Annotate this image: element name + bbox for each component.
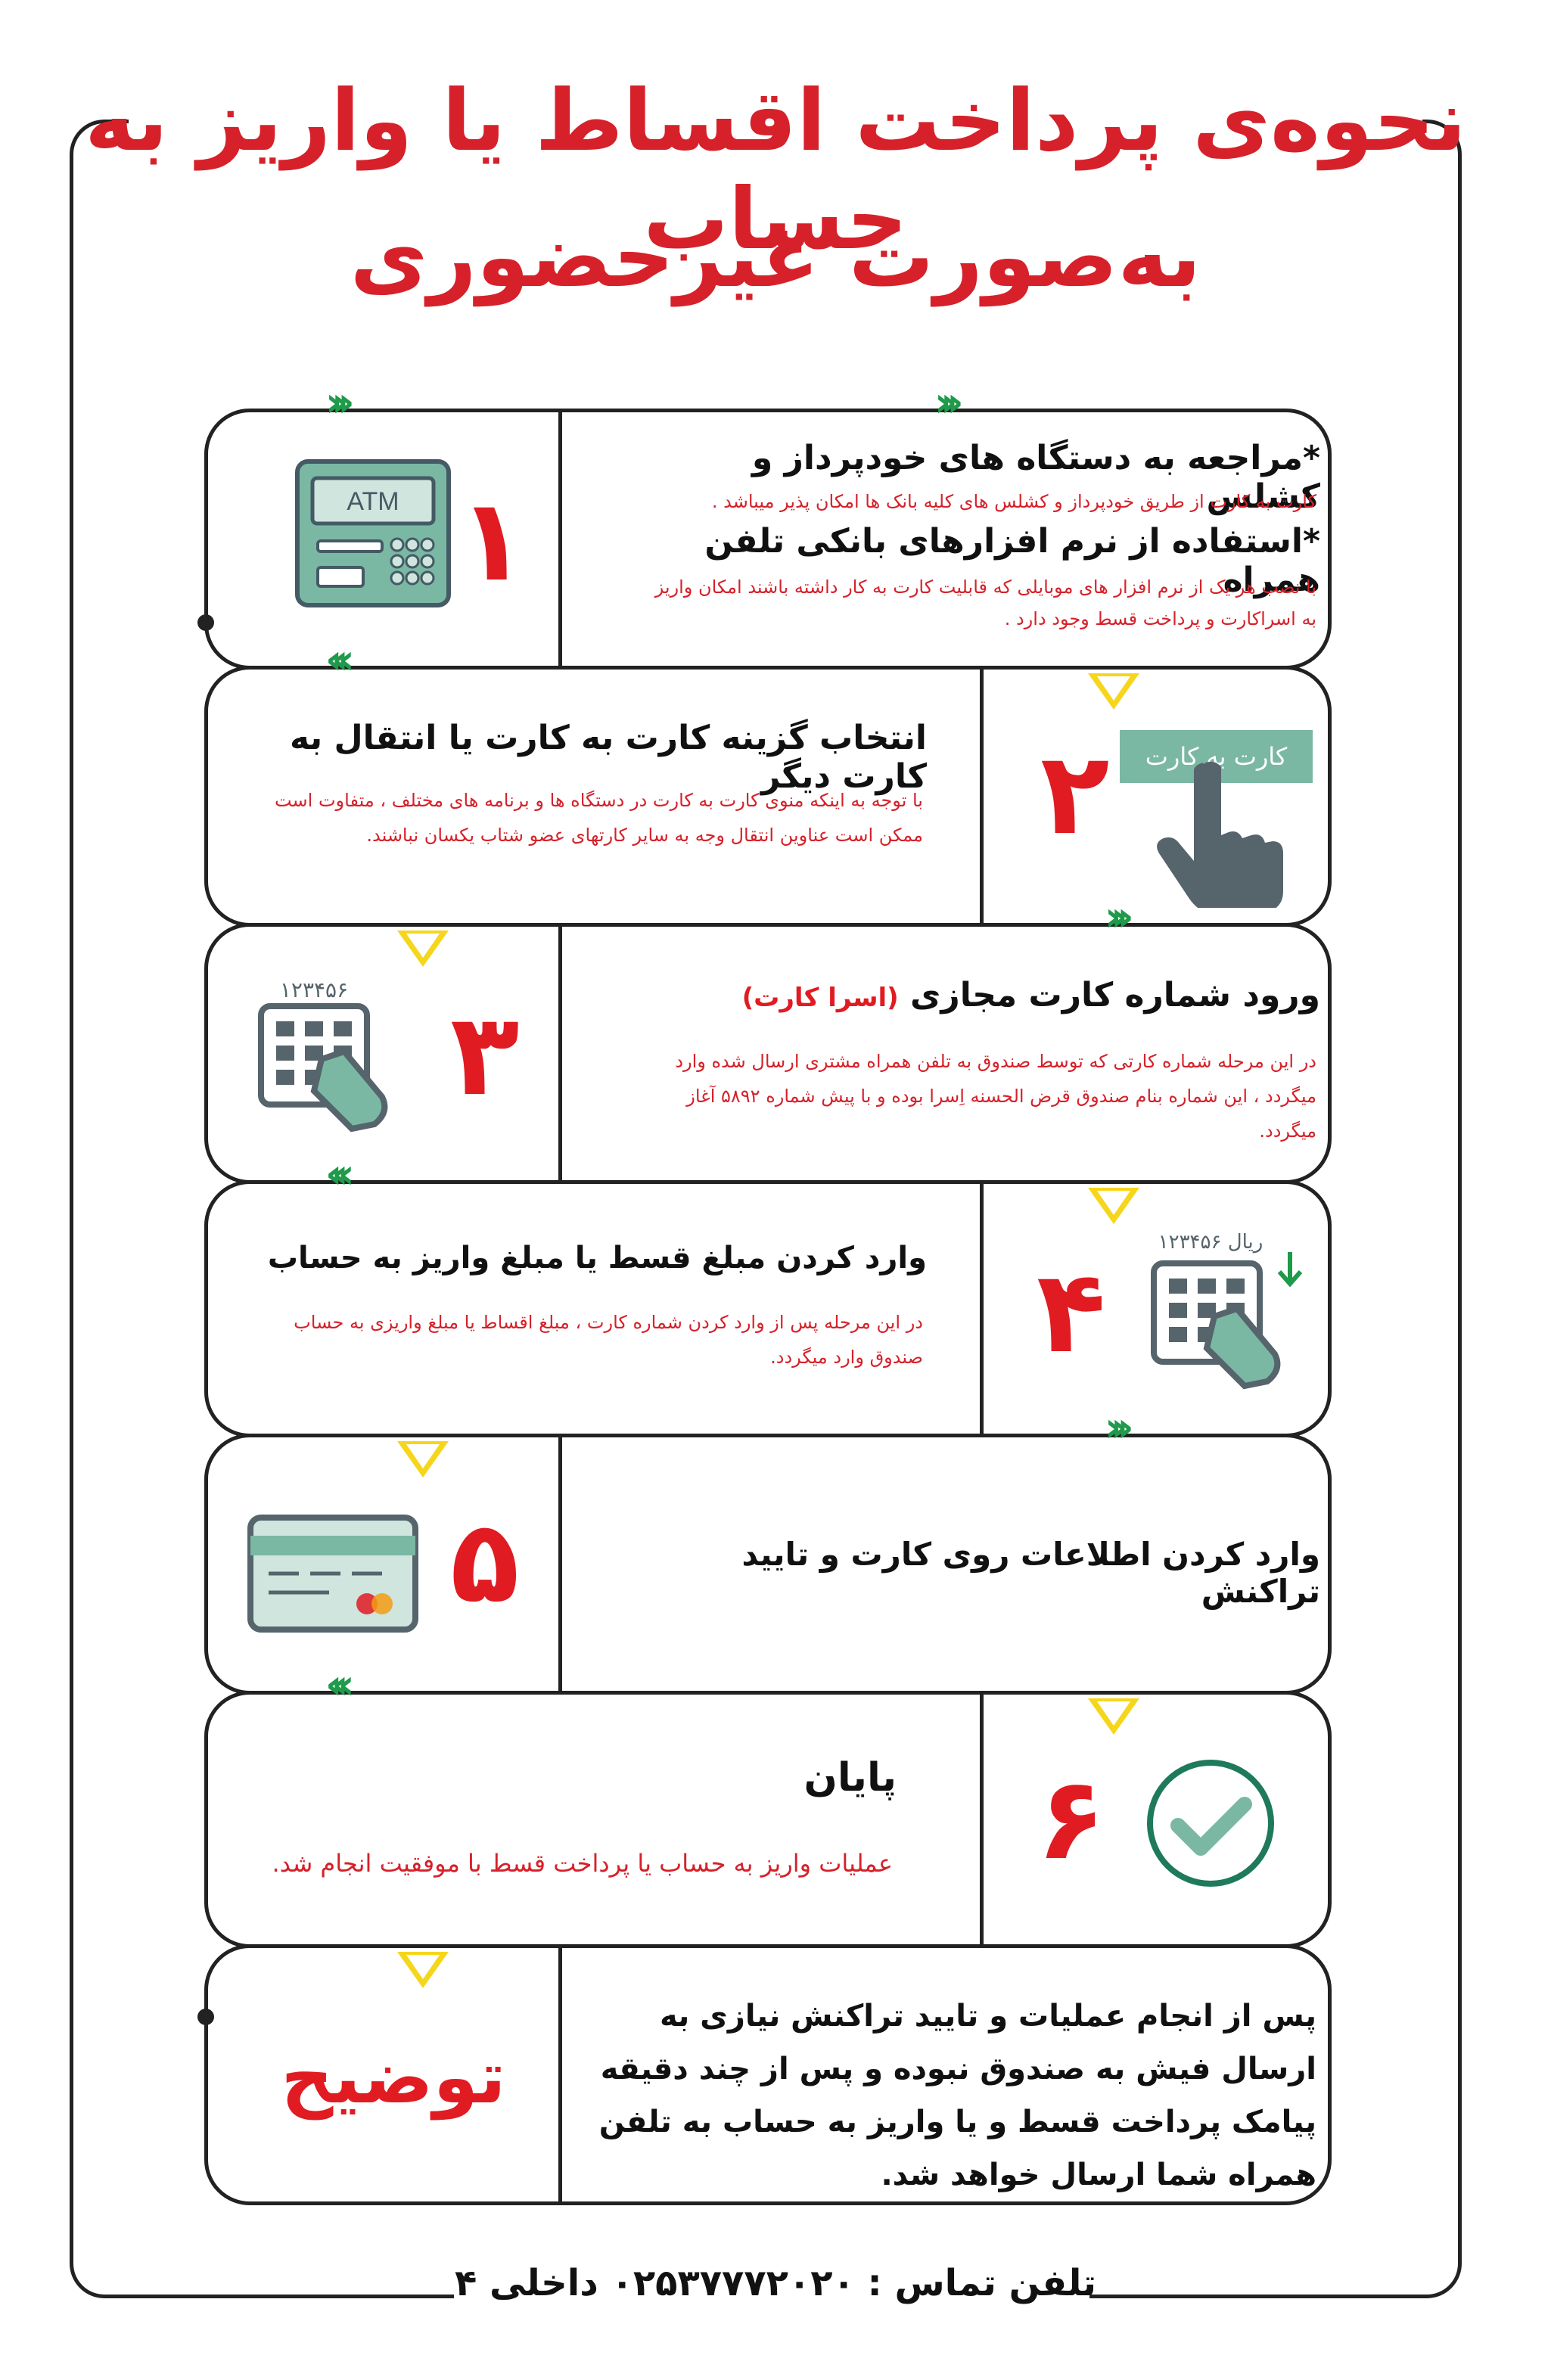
svg-text:ATM: ATM: [347, 487, 399, 516]
step-4-title: وارد کردن مبلغ قسط یا مبلغ واریز به حساب: [267, 1241, 927, 1275]
contact-phone: تلفن تماس : ۰۲۵۳۷۷۷۲۰۲۰ داخلی ۴: [455, 2262, 1096, 2304]
hand-pointer-icon: [1157, 761, 1283, 908]
step-3-number: ۳: [450, 990, 520, 1121]
step-2-panel: [204, 666, 1332, 927]
step-6-desc: عملیات واریز به حساب یا پرداخت قسط با مو…: [272, 1849, 893, 1878]
step-6-title: پایان: [803, 1755, 897, 1801]
explanation-panel: [204, 1944, 1332, 2205]
down-triangle-icon: [397, 931, 449, 967]
chevron-right-icon: ›››: [325, 378, 355, 426]
step-3-title: ورود شماره کارت مجازی (اسرا کارت): [639, 976, 1320, 1014]
title-mask-2: [431, 216, 1120, 306]
step-3-title-tag: (اسرا کارت): [741, 983, 899, 1013]
step-4-number: ۴: [1037, 1247, 1106, 1378]
down-triangle-icon: [397, 1441, 449, 1477]
step-3-desc: در این مرحله شماره کارتی که توسط صندوق ب…: [675, 1051, 1316, 1142]
page-subtitle: به‌صورت غیرحضوری: [350, 208, 1201, 306]
step-6-number: ۶: [1037, 1754, 1106, 1885]
down-triangle-icon: [1088, 1188, 1139, 1224]
step-4-desc: در این مرحله پس از وارد کردن شماره کارت …: [294, 1312, 923, 1368]
step-3-panel: [204, 923, 1332, 1184]
chevron-right-icon: ›››: [1105, 1403, 1134, 1451]
down-triangle-icon: [1088, 673, 1139, 710]
timeline-dot: [197, 2009, 214, 2025]
step-1-number: ۱: [458, 475, 527, 607]
step-5-title: وارد کردن اطلاعات روی کارت و تایید تراکن…: [741, 1536, 1320, 1610]
step-2-title: انتخاب گزینه کارت به کارت یا انتقال به ک…: [289, 719, 927, 796]
keypad-hand-icon: ۱۲۳۴۵۶: [258, 977, 388, 1133]
svg-text:۱۲۳۴۵۶: ۱۲۳۴۵۶: [280, 977, 348, 1002]
step-3-title-text: ورود شماره کارت مجازی: [910, 976, 1320, 1014]
chevron-right-icon: ›››: [1105, 893, 1134, 940]
chevron-left-icon: ‹‹‹: [325, 635, 355, 683]
step-1-title-a: *مراجعه به دستگاه های خودپرداز و کشلس: [751, 439, 1320, 516]
explanation-divider: [558, 1948, 562, 2201]
step-1-desc-a: کارت به کارت از طریق خودپرداز و کشلس های…: [711, 491, 1316, 512]
page-title: نحوه‌ی پرداخت اقساط یا واریز به حساب: [85, 72, 1466, 269]
step-3-divider: [558, 927, 562, 1180]
explanation-text: پس از انجام عملیات و تایید تراکنش نیازی …: [598, 1999, 1316, 2192]
atm-icon: ATM: [295, 459, 451, 607]
step-5-number: ۵: [450, 1496, 520, 1628]
explanation-label: توضیح: [281, 2035, 506, 2120]
step-1-desc-b: با نصب هر یک از نرم افزار های موبایلی که…: [654, 576, 1316, 629]
step-5-divider: [558, 1437, 562, 1691]
step-2-number: ۲: [1040, 729, 1110, 860]
timeline-dot: [197, 614, 214, 631]
credit-card-icon: [247, 1515, 418, 1633]
chevron-left-icon: ‹‹‹: [325, 1150, 355, 1198]
step-1-title-b: *استفاده از نرم افزارهای بانکی تلفن همرا…: [704, 522, 1320, 599]
check-circle-icon: [1147, 1760, 1274, 1887]
step-2-divider: [980, 670, 984, 923]
down-triangle-icon: [1088, 1698, 1139, 1735]
step-1-divider: [558, 412, 562, 666]
chevron-right-icon: ›››: [934, 378, 964, 426]
down-triangle-icon: [397, 1952, 449, 1988]
footer-mask: [454, 2258, 1089, 2319]
chevron-left-icon: ‹‹‹: [325, 1661, 355, 1708]
step-4-divider: [980, 1184, 984, 1434]
step-2-desc: با توجه به اینکه منوی کارت به کارت در دس…: [274, 790, 923, 846]
svg-text:ریال ۱۲۳۴۵۶: ریال ۱۲۳۴۵۶: [1158, 1231, 1263, 1254]
title-mask: [129, 89, 1422, 172]
keypad-amount-icon: ریال ۱۲۳۴۵۶: [1151, 1231, 1303, 1390]
step-6-divider: [980, 1695, 984, 1944]
